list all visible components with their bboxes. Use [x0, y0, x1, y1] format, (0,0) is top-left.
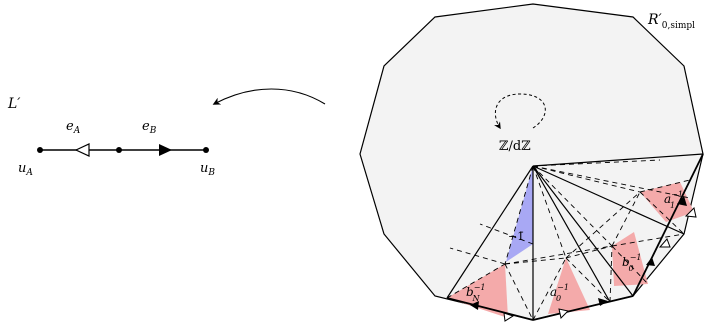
surface-polygon	[359, 3, 704, 321]
map-arrow	[212, 88, 326, 105]
boundary-arrow-icon	[684, 207, 697, 218]
triangle-a1	[640, 182, 694, 222]
center-label: −1̄	[508, 230, 524, 243]
vertex-uA-label: uA	[18, 161, 33, 178]
boundary-arrow-icon	[658, 238, 671, 248]
triangle-a0	[548, 258, 590, 314]
edge-eA-label: eA	[66, 119, 81, 136]
fan-solid-lines	[446, 153, 704, 320]
vertex-uA	[37, 147, 43, 153]
boundary-arrow-icon	[470, 301, 479, 310]
surface-R-prime: R′0,simpl	[359, 3, 704, 322]
graph-name: L′	[7, 96, 21, 112]
boundary-arrow-icon	[646, 257, 655, 266]
edge-eB-arrow-icon	[159, 144, 172, 156]
triangle-bN	[447, 264, 508, 318]
rotation-arrow-icon	[494, 93, 546, 130]
edge-eA-arrow-icon	[74, 143, 90, 157]
vertex-uB-label: uB	[200, 161, 215, 178]
triangle-b0	[612, 232, 648, 286]
boundary-arrows	[446, 153, 704, 322]
boundary-arrow-icon	[558, 308, 569, 319]
surface-name: R′0,simpl	[647, 12, 695, 31]
boundary-arrow-icon	[503, 312, 515, 322]
graph-L-prime: L′ eA eB uA uB	[7, 96, 215, 178]
edge-eB-label: eB	[142, 119, 157, 136]
dashed-lines	[446, 159, 691, 321]
boundary-arrow-icon	[598, 298, 608, 306]
vertex-middle	[116, 147, 122, 153]
boundary-arrow-icon	[677, 196, 687, 206]
vertex-uB	[203, 147, 209, 153]
rotation-label: ℤ/dℤ	[499, 139, 531, 154]
